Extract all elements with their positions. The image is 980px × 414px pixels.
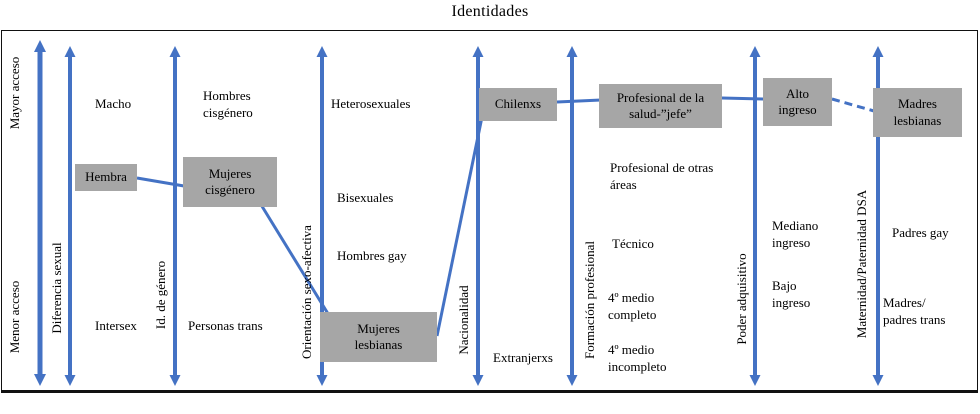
highlight-box-mujeres-lesbianas: Mujeres lesbianas xyxy=(320,312,437,362)
item-mediano-ingreso: Mediano ingreso xyxy=(772,218,819,250)
connector-alto-ingreso-madres-lesbianas xyxy=(831,97,875,113)
connector-chilenxs-profesional-salud xyxy=(556,98,602,104)
axis-label-formacion-profesional: Formación profesional xyxy=(582,240,597,360)
highlight-box-chilenxs: Chilenxs xyxy=(479,88,557,121)
item-intersex: Intersex xyxy=(95,318,137,333)
connector-mujeres-lesbianas-chilenxs xyxy=(435,116,484,337)
access-label-mayor: Mayor acceso xyxy=(7,56,22,130)
item-madres-padres-trans-line1: Madres/ xyxy=(883,295,926,310)
item-heterosexuales: Heterosexuales xyxy=(331,96,411,111)
item-personas-trans: Personas trans xyxy=(188,318,263,333)
connector-profesional-salud-alto-ingreso xyxy=(721,96,765,101)
highlight-box-profesional-salud: Profesional de la salud-”jefe” xyxy=(599,84,722,128)
item-4-medio-incompleto: 4º medio incompleto xyxy=(608,342,667,374)
highlight-box-mujeres-cisgenero: Mujeres cisgénero xyxy=(183,157,277,207)
axis-label-poder-adquisitivo: Poder adquisitivo xyxy=(734,253,749,345)
axis-label-maternidad-paternidad: Maternidad/Paternidad DSA xyxy=(854,189,869,339)
highlight-box-hembra: Hembra xyxy=(75,164,137,191)
axis-arrow-nacionalidad xyxy=(472,46,484,386)
highlight-box-alto-ingreso: Alto ingreso xyxy=(763,78,832,126)
item-bajo-ingreso: Bajo ingreso xyxy=(772,278,811,310)
diagram-frame xyxy=(1,30,978,393)
connector-hembra-mujeres-cisgenero xyxy=(136,176,185,188)
axis-arrow-poder-adquisitivo xyxy=(749,46,761,386)
item-bisexuales: Bisexuales xyxy=(337,190,394,205)
axis-label-nacionalidad: Nacionalidad xyxy=(456,285,471,355)
item-macho: Macho xyxy=(95,96,132,111)
access-label-menor: Menor acceso xyxy=(7,280,22,354)
item-extranjerxs: Extranjerxs xyxy=(493,350,553,365)
connector-mujeres-cisgenero-mujeres-lesbianas xyxy=(258,202,340,331)
diagram-title: Identidades xyxy=(451,3,529,20)
item-4-medio-completo: 4º medio completo xyxy=(608,290,657,322)
item-profesional-otras-areas: Profesional de otras áreas xyxy=(610,160,714,192)
item-hombres-cisgenero: Hombres cisgénero xyxy=(203,88,253,120)
item-tecnico: Técnico xyxy=(612,236,654,251)
item-madres-padres-trans-line2: padres trans xyxy=(883,311,946,327)
access-axis-arrow xyxy=(34,40,46,386)
axis-arrow-formacion-profesional xyxy=(566,46,578,386)
axis-label-id-de-genero: Id. de género xyxy=(153,260,168,330)
item-padres-gay: Padres gay xyxy=(892,225,949,240)
axis-arrow-id-de-genero xyxy=(169,46,181,386)
axis-arrow-diferencia-sexual xyxy=(64,46,76,386)
item-hombres-gay: Hombres gay xyxy=(337,248,407,263)
item-madres-padres-trans: Madres/ padres trans xyxy=(883,295,945,329)
axis-label-orientacion-sexo-afectiva: Orientación sexo-afectiva xyxy=(299,225,314,359)
axis-label-diferencia-sexual: Diferencia sexual xyxy=(49,242,64,334)
highlight-box-madres-lesbianas: Madres lesbianas xyxy=(873,88,962,137)
